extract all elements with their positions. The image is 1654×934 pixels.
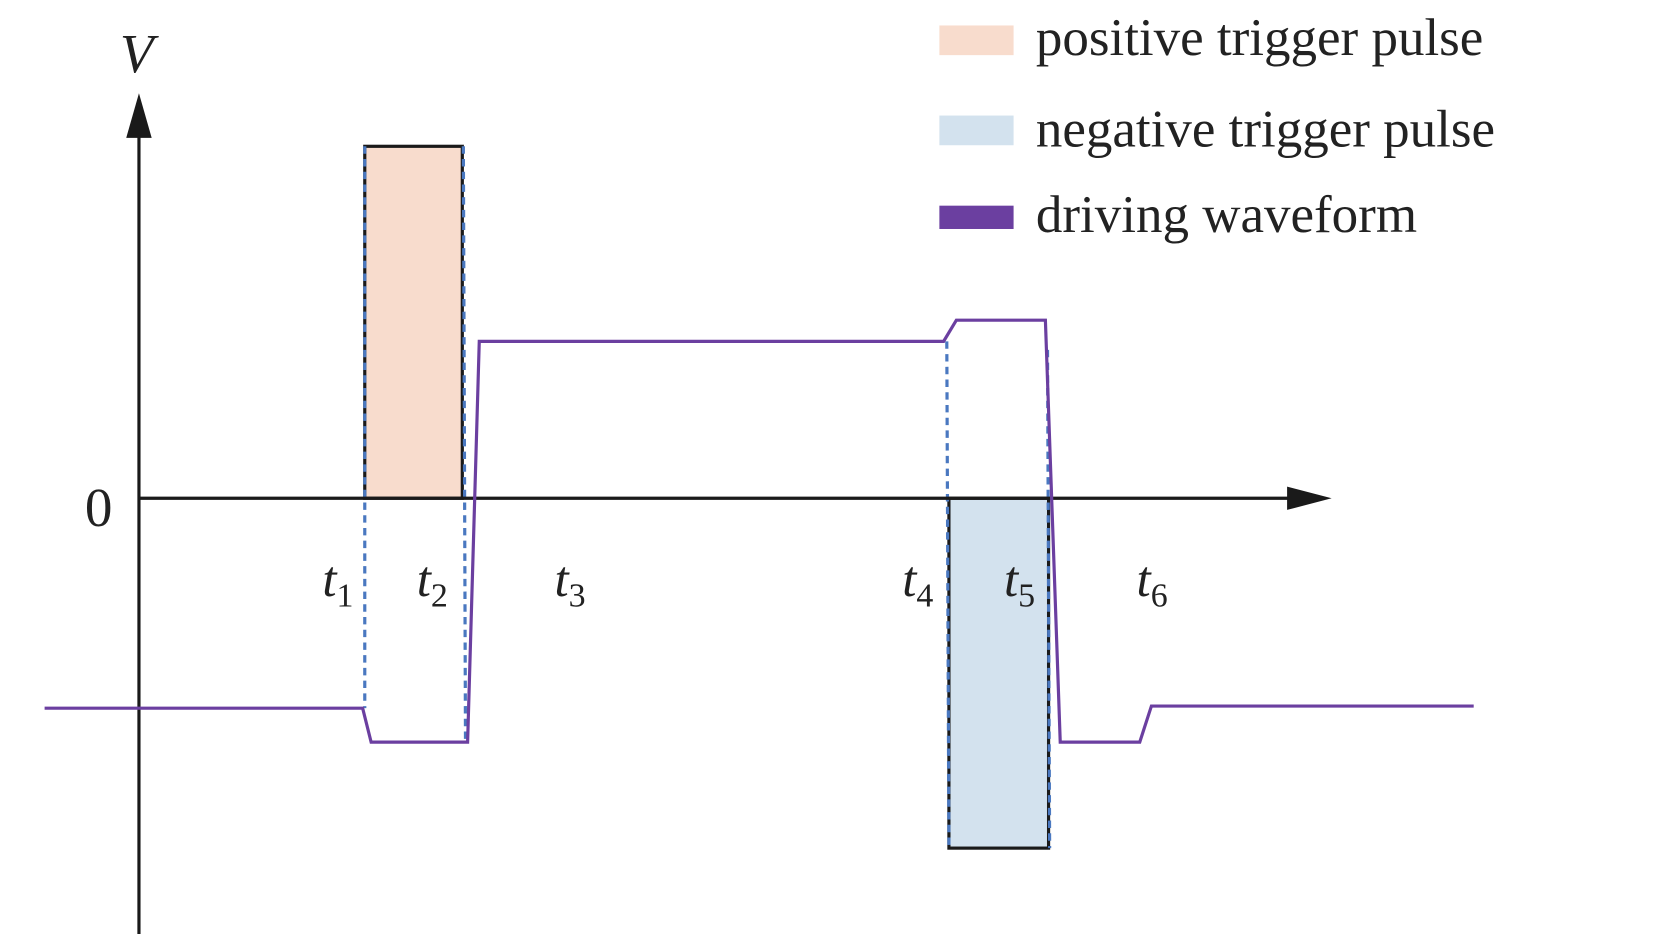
time-label-t1: t1	[322, 552, 353, 615]
time-labels: t1 t2 t3 t4 t5 t6	[322, 552, 1167, 615]
legend-label-positive: positive trigger pulse	[1036, 9, 1483, 67]
time-label-t2: t2	[417, 552, 448, 615]
time-label-t6: t6	[1137, 552, 1168, 615]
marker-line-t4	[945, 341, 951, 849]
time-label-t5: t5	[1004, 552, 1035, 615]
legend-swatch-negative	[939, 115, 1014, 146]
legend: positive trigger pulse negative trigger …	[939, 9, 1495, 244]
negative-trigger-pulse	[947, 496, 1051, 850]
positive-trigger-pulse	[363, 144, 464, 500]
legend-swatch-waveform	[939, 205, 1014, 229]
y-axis-label: V	[120, 23, 159, 84]
legend-label-negative: negative trigger pulse	[1036, 100, 1495, 158]
legend-label-waveform: driving waveform	[1036, 186, 1417, 244]
marker-line-t2	[461, 146, 468, 743]
y-axis-arrow-icon	[126, 93, 152, 138]
time-label-t3: t3	[555, 552, 586, 615]
zero-label: 0	[85, 477, 113, 538]
time-label-t4: t4	[902, 552, 933, 615]
x-axis-arrow-icon	[1287, 486, 1332, 510]
legend-swatch-positive	[939, 25, 1014, 56]
driving-waveform	[44, 318, 1474, 744]
